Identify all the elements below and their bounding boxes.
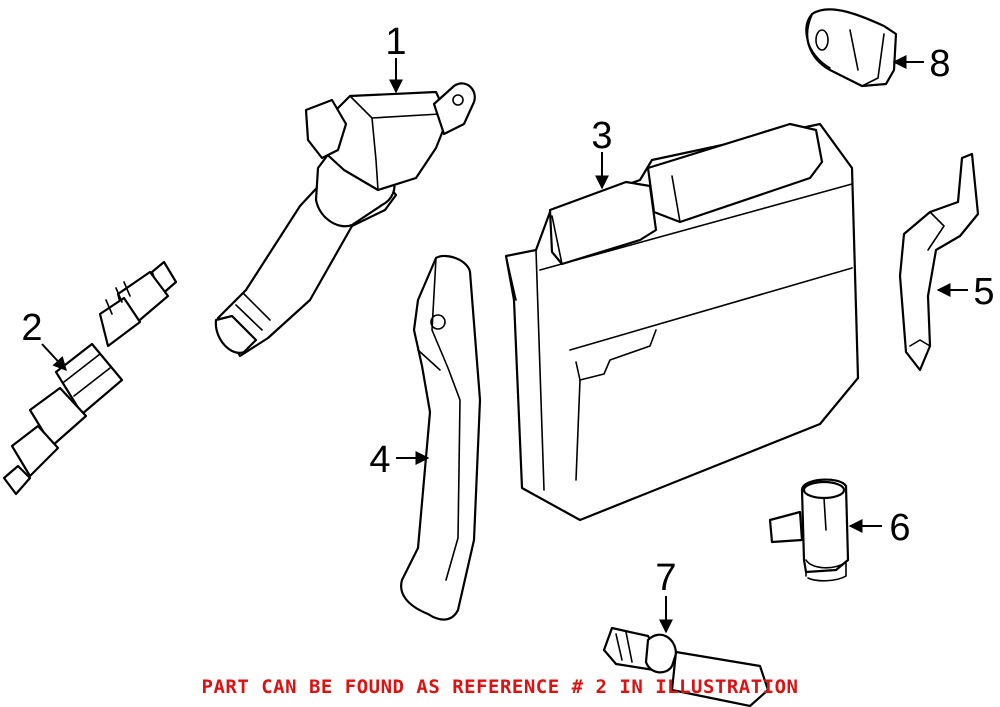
callout-4[interactable]: 4 (369, 439, 390, 481)
callout-5[interactable]: 5 (973, 271, 994, 313)
bracket-left-part[interactable] (400, 254, 482, 621)
leader-2 (41, 343, 67, 372)
bracket-right-part[interactable] (898, 152, 980, 372)
callout-3[interactable]: 3 (591, 115, 612, 157)
callout-6[interactable]: 6 (889, 507, 910, 549)
engine-control-module-part[interactable] (504, 122, 860, 522)
camshaft-sensor-part[interactable] (768, 478, 850, 582)
callout-2[interactable]: 2 (21, 307, 42, 349)
callout-1[interactable]: 1 (385, 21, 406, 63)
reference-note: PART CAN BE FOUND AS REFERENCE # 2 IN IL… (201, 676, 799, 698)
callout-numbers: 1 2 3 4 5 6 7 8 (21, 21, 994, 599)
callout-7[interactable]: 7 (655, 557, 676, 599)
ignition-coil-part[interactable] (214, 82, 476, 358)
spark-plug-part[interactable] (2, 260, 178, 496)
crankshaft-sensor-part[interactable] (602, 626, 770, 707)
callout-leaders (41, 55, 968, 634)
callout-8[interactable]: 8 (929, 43, 950, 85)
knock-sensor-part[interactable] (805, 8, 898, 88)
